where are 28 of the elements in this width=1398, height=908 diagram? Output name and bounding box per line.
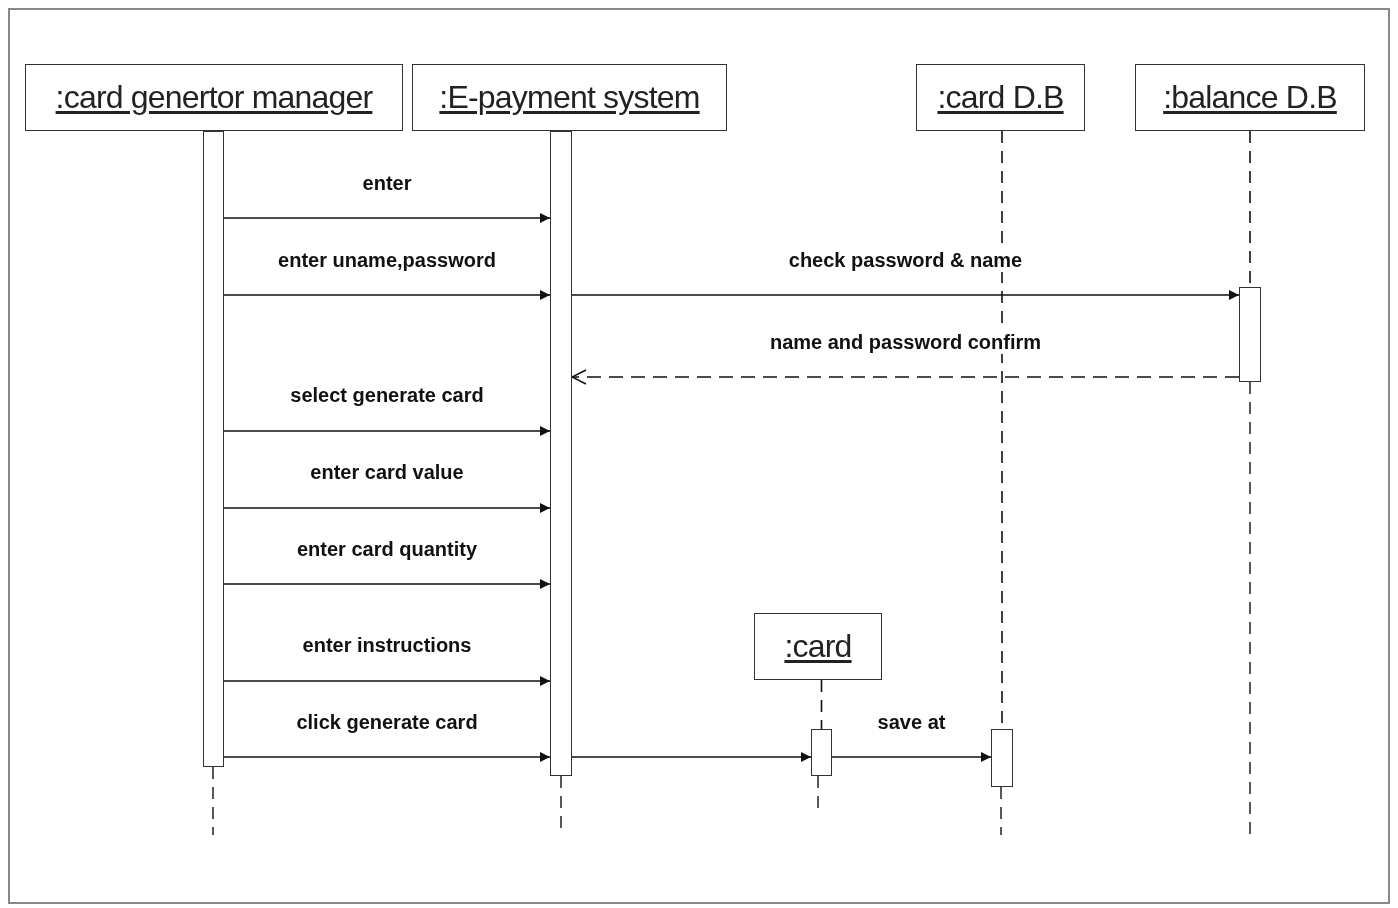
message-arrow bbox=[223, 290, 551, 300]
message-arrow bbox=[223, 752, 551, 762]
activation-bar bbox=[203, 131, 224, 767]
object-name: :card genertor manager bbox=[55, 79, 373, 116]
message-arrow bbox=[223, 503, 551, 513]
message-arrow bbox=[571, 752, 812, 762]
object-name: :balance D.B bbox=[1163, 79, 1337, 116]
object-box bbox=[25, 64, 403, 131]
return-arrow bbox=[571, 369, 1240, 385]
message-arrow bbox=[223, 676, 551, 686]
activation-bar bbox=[991, 729, 1013, 787]
activation-bar bbox=[811, 729, 832, 776]
message-arrow bbox=[571, 290, 1240, 300]
activation-bar bbox=[550, 131, 572, 776]
object-box bbox=[412, 64, 727, 131]
message-arrow bbox=[831, 752, 992, 762]
object-box bbox=[754, 613, 882, 680]
object-box bbox=[1135, 64, 1365, 131]
message-arrow bbox=[223, 213, 551, 223]
message-arrow bbox=[223, 579, 551, 589]
object-name: :card bbox=[784, 628, 852, 665]
object-name: :card D.B bbox=[937, 79, 1064, 116]
object-box bbox=[916, 64, 1085, 131]
edge-label: enter card quantity bbox=[294, 538, 480, 561]
activation-bar bbox=[1239, 287, 1261, 382]
lifeline bbox=[820, 679, 823, 730]
object-name: :E-payment system bbox=[439, 79, 700, 116]
message-arrow bbox=[223, 426, 551, 436]
